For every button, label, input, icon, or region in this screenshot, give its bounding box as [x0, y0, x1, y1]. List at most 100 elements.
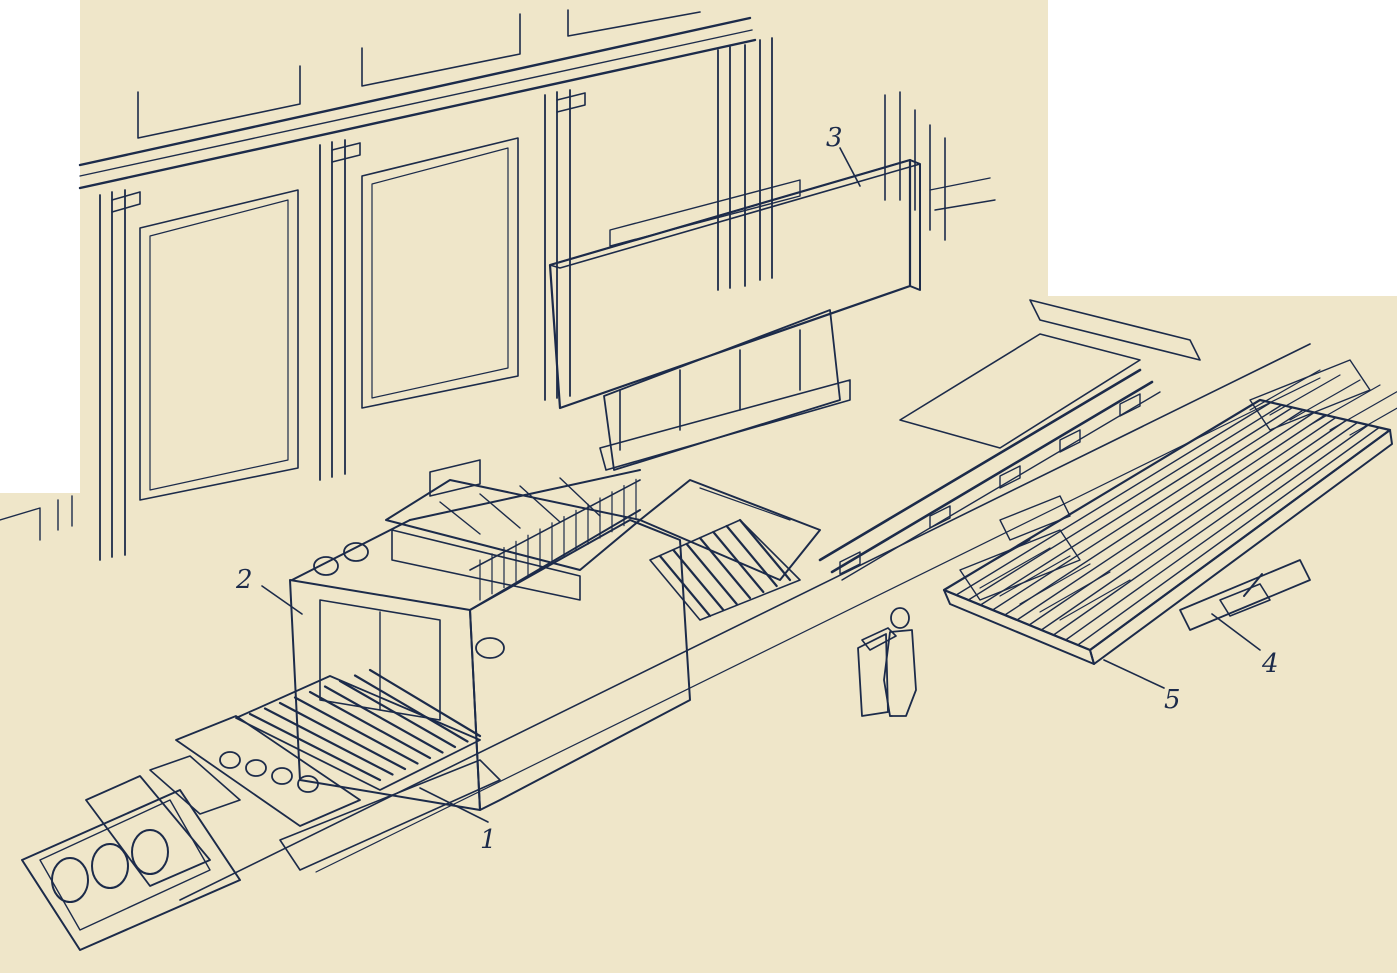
upper-window-1 [137, 65, 301, 139]
callout-leader-5 [1103, 659, 1165, 689]
front-roller-5 [323, 685, 444, 754]
rear-roller-6 [738, 518, 792, 582]
rear-cover [639, 479, 821, 581]
front-cage-bar-5 [1059, 579, 1131, 621]
machine-drum [475, 637, 505, 659]
operator-body [883, 629, 917, 717]
front-roller-8 [368, 668, 482, 738]
drive-wheel-2 [131, 829, 169, 875]
front-roller-3 [293, 696, 419, 765]
rear-cover-rib [699, 487, 791, 521]
sleeper-4 [839, 551, 861, 575]
floor-front-edge [179, 343, 1311, 901]
roller-conveyor-track [179, 299, 1321, 901]
upper-window-3 [567, 9, 701, 37]
machine-motor-2 [343, 542, 369, 562]
hopper-rib-2 [479, 493, 521, 529]
door-frame-1-inner [149, 199, 289, 491]
feeder-roller-2 [271, 767, 293, 785]
wall-beam-bottom [78, 38, 757, 190]
feeder-rollers-frame [175, 715, 361, 827]
console-body [857, 633, 889, 717]
control-console [857, 627, 897, 717]
front-roller-7 [353, 674, 469, 743]
feeder-roller-0 [219, 751, 241, 769]
door-frame-2-inner [371, 147, 509, 399]
pallet-rod-4 [991, 409, 1305, 611]
pallet-rod-10 [1064, 424, 1370, 641]
callout-1: 1 [480, 825, 497, 855]
door-frame-2 [361, 137, 519, 409]
callout-leader-1 [419, 787, 489, 823]
callout-3: 3 [826, 123, 843, 153]
pit-opening-far [999, 495, 1071, 541]
feeder-roller-3 [297, 775, 319, 793]
callout-4: 4 [1261, 649, 1279, 679]
front-roller-2 [278, 701, 407, 771]
callout-leader-2 [261, 585, 303, 615]
column-cap-3 [556, 92, 586, 113]
wall-beam-top [78, 16, 752, 167]
front-cage-bar-2 [999, 555, 1071, 597]
pit-cylinder [1219, 583, 1271, 617]
front-roller-1 [263, 707, 394, 776]
panel-crane-beam [609, 179, 801, 247]
wall-panel-lifted [548, 158, 921, 471]
end-bracket [1029, 299, 1201, 361]
callout-leader-4 [1211, 613, 1261, 651]
sleeper-3 [1119, 393, 1141, 417]
drive-base-inner [39, 799, 211, 931]
drive-unit [21, 715, 361, 951]
console-top [861, 627, 897, 651]
hopper-rib-4 [559, 477, 601, 517]
drive-gear-rail [85, 775, 211, 887]
drive-base [21, 789, 241, 951]
upper-window-2 [361, 13, 521, 87]
operator-head [890, 607, 910, 629]
pallet-rod-5 [1004, 411, 1315, 616]
panel-stand-base [599, 379, 851, 471]
machine-motor-1 [313, 556, 339, 576]
sleeper-1 [999, 465, 1021, 489]
front-base-beam [279, 759, 501, 871]
feeder-roller-1 [245, 759, 267, 777]
pit-lever [1243, 573, 1263, 597]
sleeper-2 [1059, 429, 1081, 453]
column-cap-1 [111, 191, 141, 213]
callout-2: 2 [235, 565, 253, 595]
front-cage [959, 529, 1081, 601]
hopper-rib-1 [439, 501, 481, 535]
operator-figure [883, 607, 917, 717]
machine-top-left-edge [291, 519, 411, 581]
front-cage-bar-3 [1019, 563, 1091, 605]
rear-roller-2 [685, 542, 738, 606]
front-cage-bar-1 [979, 547, 1051, 589]
pallet-rod-8 [1040, 419, 1348, 631]
pallet-rod-9 [1052, 421, 1359, 636]
wall-beam-mid [79, 29, 753, 177]
machine-panel-front [319, 599, 441, 721]
drive-wheel-0 [51, 857, 89, 903]
rail-1 [818, 368, 1142, 562]
pallet-rod-6 [1016, 414, 1326, 621]
rear-cage-bar-3 [1309, 384, 1381, 426]
pallet-side-edge [1089, 429, 1393, 665]
rear-cage-bar-5 [1349, 407, 1397, 436]
rear-roller-0 [658, 554, 712, 618]
rear-cage [1249, 359, 1371, 431]
rear-cage-bar-2 [1289, 379, 1361, 421]
pallet-rod-7 [1028, 416, 1337, 626]
front-roller-0 [248, 712, 382, 782]
right-rail-1 [929, 177, 991, 191]
pallet-rod-11 [1077, 426, 1380, 646]
drive-coupling [149, 755, 241, 815]
hopper-front [391, 529, 581, 601]
rear-roller-3 [698, 536, 752, 600]
front-cage-bar-4 [1039, 571, 1111, 613]
machine-side [469, 519, 691, 811]
hopper-hanger [429, 459, 481, 497]
pallet-rod-2 [967, 404, 1283, 601]
forming-machine-frame [289, 459, 821, 811]
